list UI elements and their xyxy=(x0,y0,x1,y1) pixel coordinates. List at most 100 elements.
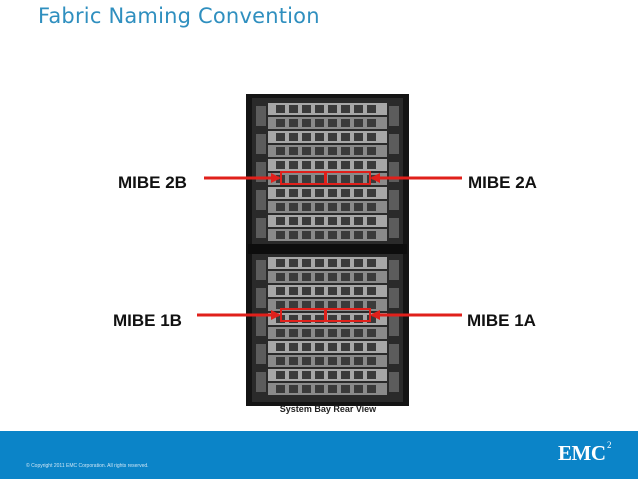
server-slot xyxy=(302,259,311,267)
server-slot xyxy=(367,161,376,169)
server-slot xyxy=(341,315,350,323)
server-slot xyxy=(289,119,298,127)
power-supply xyxy=(256,162,266,182)
server-slot xyxy=(341,371,350,379)
server-slot xyxy=(302,217,311,225)
server-slot xyxy=(354,371,363,379)
label-mibe-1b: MIBE 1B xyxy=(113,311,182,330)
server-slot xyxy=(315,315,324,323)
server-slot xyxy=(341,105,350,113)
server-slot xyxy=(289,357,298,365)
server-slot xyxy=(328,189,337,197)
server-slot xyxy=(289,301,298,309)
server-slot xyxy=(328,259,337,267)
server-slot xyxy=(328,161,337,169)
server-slot xyxy=(276,259,285,267)
power-supply xyxy=(389,316,399,336)
server-slot xyxy=(302,105,311,113)
server-slot xyxy=(341,217,350,225)
rack-caption: System Bay Rear View xyxy=(279,404,377,414)
server-slot xyxy=(302,301,311,309)
server-slot xyxy=(328,217,337,225)
server-slot xyxy=(276,329,285,337)
power-supply xyxy=(256,316,266,336)
server-slot xyxy=(341,287,350,295)
highlight-mibe-2b xyxy=(280,171,326,185)
server-slot xyxy=(328,329,337,337)
server-slot xyxy=(289,329,298,337)
highlight-mibe-2a xyxy=(325,171,371,185)
server-slot xyxy=(367,189,376,197)
server-slot xyxy=(315,161,324,169)
logo-superscript: 2 xyxy=(607,440,612,450)
server-slot xyxy=(354,259,363,267)
server-slot xyxy=(276,203,285,211)
server-slot xyxy=(328,273,337,281)
server-slot xyxy=(276,161,285,169)
server-slot xyxy=(328,133,337,141)
server-slot xyxy=(276,133,285,141)
server-slot xyxy=(354,343,363,351)
server-slot xyxy=(367,329,376,337)
server-slot xyxy=(354,287,363,295)
server-slot xyxy=(354,315,363,323)
emc-logo: EMC 2 xyxy=(558,440,614,467)
server-slot xyxy=(341,147,350,155)
server-slot xyxy=(289,133,298,141)
server-slot xyxy=(289,189,298,197)
power-supply xyxy=(389,288,399,308)
power-supply xyxy=(256,288,266,308)
server-slot xyxy=(289,217,298,225)
server-slot xyxy=(289,203,298,211)
server-slot xyxy=(367,385,376,393)
server-slot xyxy=(302,385,311,393)
power-supply xyxy=(256,190,266,210)
server-slot xyxy=(354,133,363,141)
highlight-mibe-1b xyxy=(280,308,326,322)
server-slot xyxy=(276,385,285,393)
server-slot xyxy=(276,273,285,281)
server-slot xyxy=(341,259,350,267)
server-slot xyxy=(289,273,298,281)
server-slot xyxy=(302,371,311,379)
server-slot xyxy=(367,133,376,141)
server-slot xyxy=(341,329,350,337)
server-slot xyxy=(341,301,350,309)
server-slot xyxy=(354,105,363,113)
server-slot xyxy=(302,329,311,337)
server-slot xyxy=(302,315,311,323)
server-slot xyxy=(354,231,363,239)
server-slot xyxy=(315,273,324,281)
server-slot xyxy=(302,357,311,365)
server-slot xyxy=(315,217,324,225)
power-supply xyxy=(389,372,399,392)
server-slot xyxy=(289,105,298,113)
power-supply xyxy=(256,372,266,392)
server-slot xyxy=(315,147,324,155)
server-slot xyxy=(315,301,324,309)
server-slot xyxy=(367,287,376,295)
power-supply xyxy=(389,134,399,154)
server-slot xyxy=(341,161,350,169)
server-slot xyxy=(276,119,285,127)
server-slot xyxy=(341,203,350,211)
server-slot xyxy=(354,161,363,169)
footer-bar: © Copyright 2011 EMC Corporation. All ri… xyxy=(0,431,638,479)
server-slot xyxy=(315,189,324,197)
server-slot xyxy=(276,217,285,225)
server-slot xyxy=(354,175,363,183)
server-slot xyxy=(315,385,324,393)
server-slot xyxy=(302,343,311,351)
server-slot xyxy=(354,301,363,309)
server-slot xyxy=(328,371,337,379)
server-slot xyxy=(367,203,376,211)
server-slot xyxy=(302,175,311,183)
copyright-text: © Copyright 2011 EMC Corporation. All ri… xyxy=(26,463,149,469)
server-slot xyxy=(315,133,324,141)
server-slot xyxy=(276,357,285,365)
server-slot xyxy=(354,217,363,225)
server-slot xyxy=(276,343,285,351)
server-slot xyxy=(367,273,376,281)
server-slot xyxy=(302,273,311,281)
